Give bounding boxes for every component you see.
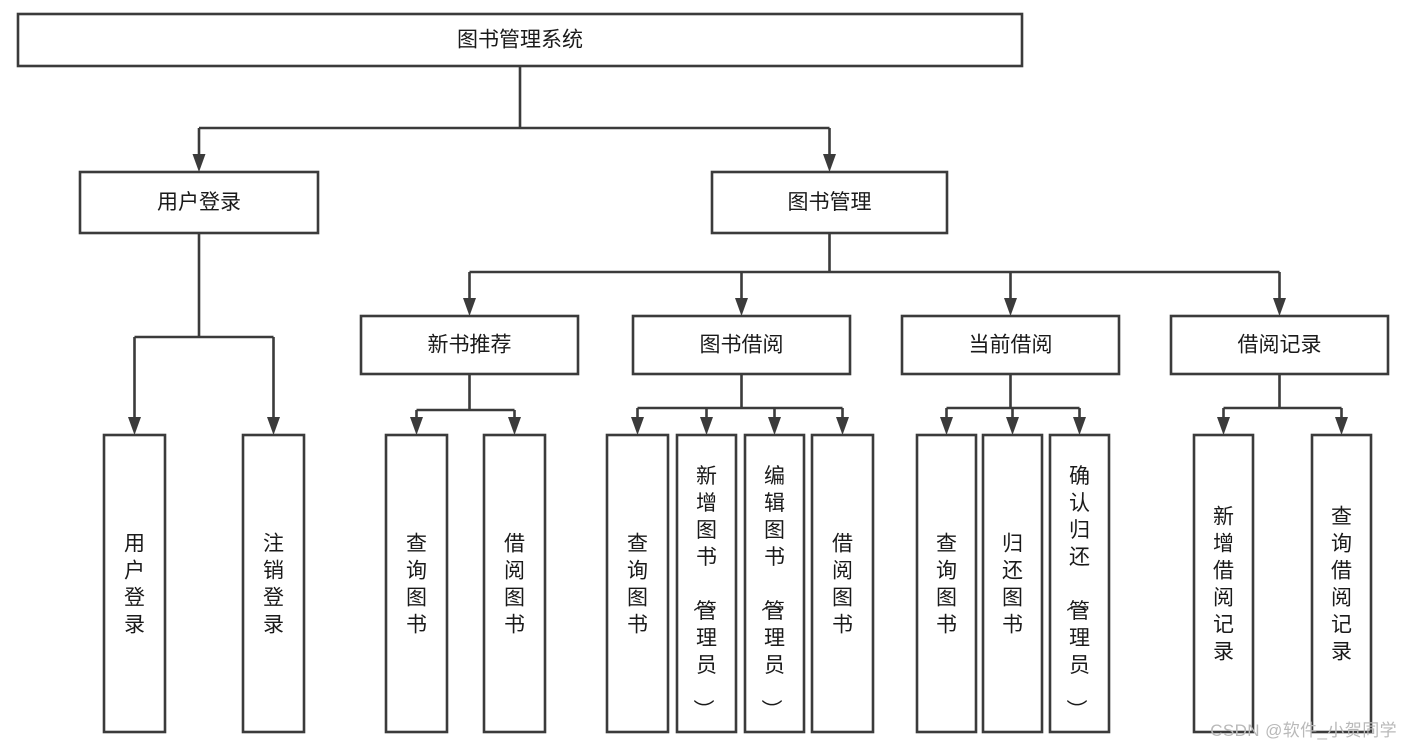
node-box[interactable] bbox=[1048, 433, 1111, 734]
arrow-head-icon bbox=[1004, 298, 1017, 316]
node-layer: 图书管理系统用户登录图书管理新书推荐图书借阅当前借阅借阅记录用户登录注销登录查询… bbox=[16, 12, 1390, 734]
node-new-book-recommend[interactable]: 新书推荐 bbox=[359, 314, 580, 376]
node-box[interactable] bbox=[710, 170, 949, 235]
node-label: 图书管理 bbox=[788, 191, 872, 214]
arrow-head-icon bbox=[1073, 417, 1086, 435]
arrow-head-icon bbox=[1006, 417, 1019, 435]
arrow-head-icon bbox=[823, 154, 836, 172]
arrow-head-icon bbox=[735, 298, 748, 316]
node-box[interactable] bbox=[915, 433, 978, 734]
arrow-head-icon bbox=[631, 417, 644, 435]
node-label: 归还图书 bbox=[1002, 533, 1023, 637]
connector-group-root bbox=[192, 66, 836, 172]
connector-group-borrow-record bbox=[1217, 374, 1348, 435]
node-label: 借阅图书 bbox=[832, 533, 853, 637]
node-label: 编辑图书（管理员） bbox=[759, 465, 785, 720]
node-box[interactable] bbox=[102, 433, 167, 734]
connector-group-current-borrow bbox=[940, 374, 1086, 435]
node-box[interactable] bbox=[16, 12, 1024, 68]
node-leaf-borrow-book-rec[interactable]: 借阅图书 bbox=[482, 433, 547, 734]
node-root[interactable]: 图书管理系统 bbox=[16, 12, 1024, 68]
node-box[interactable] bbox=[631, 314, 852, 376]
node-box[interactable] bbox=[743, 433, 806, 734]
arrow-head-icon bbox=[463, 298, 476, 316]
node-box[interactable] bbox=[1169, 314, 1390, 376]
arrow-head-icon bbox=[700, 417, 713, 435]
node-box[interactable] bbox=[900, 314, 1121, 376]
arrow-head-icon bbox=[1217, 417, 1230, 435]
arrow-head-icon bbox=[267, 417, 280, 435]
node-leaf-query-book-rec[interactable]: 查询图书 bbox=[384, 433, 449, 734]
node-user-login[interactable]: 用户登录 bbox=[78, 170, 320, 235]
node-book-manage[interactable]: 图书管理 bbox=[710, 170, 949, 235]
node-label: 查询图书 bbox=[406, 533, 427, 637]
node-box[interactable] bbox=[675, 433, 738, 734]
node-label: 借阅图书 bbox=[504, 533, 525, 637]
connector-layer bbox=[128, 66, 1348, 435]
node-label: 查询借阅记录 bbox=[1331, 506, 1352, 664]
node-leaf-add-book-admin[interactable]: 新增图书（管理员） bbox=[675, 433, 738, 734]
node-box[interactable] bbox=[241, 433, 306, 734]
arrow-head-icon bbox=[940, 417, 953, 435]
node-label: 新增图书（管理员） bbox=[691, 465, 717, 720]
node-label: 用户登录 bbox=[124, 533, 145, 637]
arrow-head-icon bbox=[410, 417, 423, 435]
node-box[interactable] bbox=[981, 433, 1044, 734]
connector-group-user-login bbox=[128, 233, 280, 435]
node-leaf-query-borrow-record[interactable]: 查询借阅记录 bbox=[1310, 433, 1373, 734]
arrow-head-icon bbox=[1273, 298, 1286, 316]
node-label: 查询图书 bbox=[936, 533, 957, 637]
arrow-head-icon bbox=[508, 417, 521, 435]
node-leaf-logout[interactable]: 注销登录 bbox=[241, 433, 306, 734]
node-box[interactable] bbox=[384, 433, 449, 734]
node-leaf-edit-book-admin[interactable]: 编辑图书（管理员） bbox=[743, 433, 806, 734]
node-box[interactable] bbox=[1192, 433, 1255, 734]
node-box[interactable] bbox=[810, 433, 875, 734]
node-box[interactable] bbox=[482, 433, 547, 734]
node-label: 借阅记录 bbox=[1238, 334, 1322, 357]
node-box[interactable] bbox=[1310, 433, 1373, 734]
arrow-head-icon bbox=[1335, 417, 1348, 435]
node-label: 图书借阅 bbox=[700, 334, 784, 357]
node-label: 当前借阅 bbox=[969, 334, 1053, 357]
node-label: 确认归还（管理员） bbox=[1064, 465, 1090, 720]
arrow-head-icon bbox=[768, 417, 781, 435]
connector-group-book-manage bbox=[463, 233, 1286, 316]
node-box[interactable] bbox=[78, 170, 320, 235]
csdn-watermark: CSDN @软件_小贺同学 bbox=[1210, 721, 1397, 740]
node-box[interactable] bbox=[605, 433, 670, 734]
node-leaf-query-book-current[interactable]: 查询图书 bbox=[915, 433, 978, 734]
node-label: 图书管理系统 bbox=[457, 29, 583, 52]
node-current-borrow[interactable]: 当前借阅 bbox=[900, 314, 1121, 376]
node-leaf-query-book-borrow[interactable]: 查询图书 bbox=[605, 433, 670, 734]
connector-group-new-book-recommend bbox=[410, 374, 521, 435]
node-leaf-add-borrow-record[interactable]: 新增借阅记录 bbox=[1192, 433, 1255, 734]
arrow-head-icon bbox=[192, 154, 206, 172]
node-leaf-borrow-book[interactable]: 借阅图书 bbox=[810, 433, 875, 734]
node-leaf-return-book[interactable]: 归还图书 bbox=[981, 433, 1044, 734]
node-label: 新书推荐 bbox=[428, 334, 512, 357]
arrow-head-icon bbox=[836, 417, 849, 435]
connector-group-book-borrow bbox=[631, 374, 849, 435]
node-book-borrow[interactable]: 图书借阅 bbox=[631, 314, 852, 376]
node-box[interactable] bbox=[359, 314, 580, 376]
node-leaf-confirm-return-admin[interactable]: 确认归还（管理员） bbox=[1048, 433, 1111, 734]
node-borrow-record[interactable]: 借阅记录 bbox=[1169, 314, 1390, 376]
node-label: 新增借阅记录 bbox=[1213, 506, 1234, 664]
node-label: 注销登录 bbox=[263, 533, 284, 637]
node-label: 用户登录 bbox=[157, 191, 241, 214]
node-leaf-user-login[interactable]: 用户登录 bbox=[102, 433, 167, 734]
node-label: 查询图书 bbox=[627, 533, 648, 637]
arrow-head-icon bbox=[128, 417, 141, 435]
